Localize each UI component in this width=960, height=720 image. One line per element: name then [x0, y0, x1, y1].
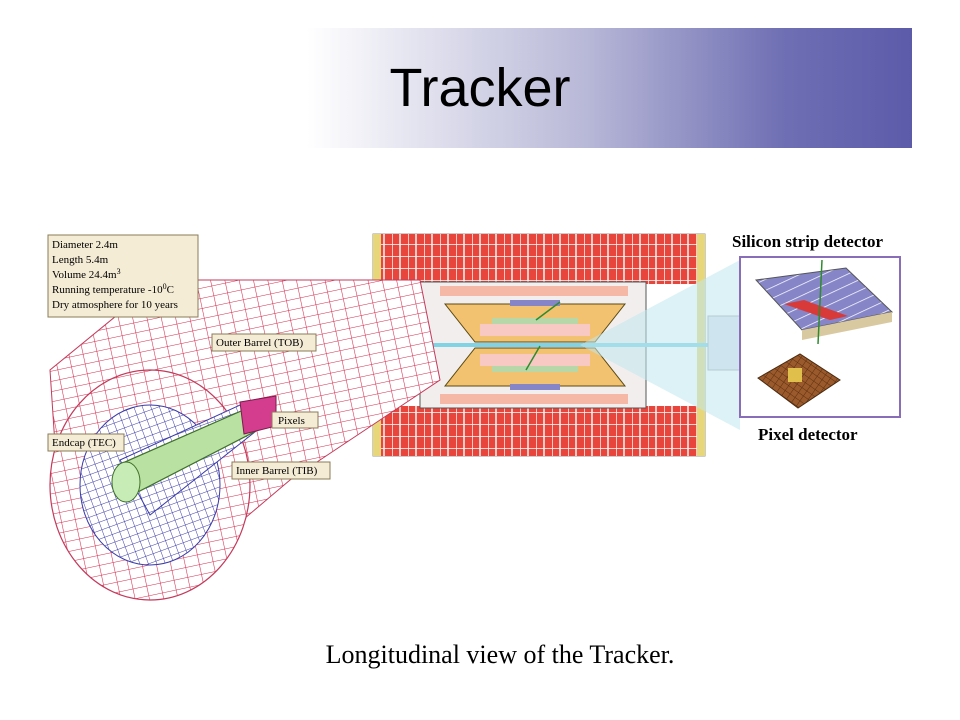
- svg-text:Pixels: Pixels: [278, 415, 305, 427]
- spec-diameter: Diameter 2.4m: [52, 239, 118, 251]
- svg-text:Inner Barrel (TIB): Inner Barrel (TIB): [236, 465, 318, 477]
- figure-caption: Longitudinal view of the Tracker.: [325, 640, 675, 669]
- label-inner-barrel: Inner Barrel (TIB): [231, 461, 331, 480]
- svg-text:Volume 24.4m3: Volume 24.4m3: [52, 267, 121, 281]
- spec-length: Length 5.4m: [52, 254, 109, 266]
- svg-text:Running temperature -100C: Running temperature -100C: [52, 282, 174, 296]
- slide-title: Tracker: [389, 58, 571, 118]
- tracker-illustration: Diameter 2.4m Length 5.4m Volume 24.4m3 …: [47, 232, 901, 601]
- label-pixel-detector: Pixel detector: [758, 425, 858, 444]
- spec-temperature-superscript: 0: [163, 282, 167, 291]
- tracker-cylinder: [49, 279, 441, 601]
- title-bar: [48, 28, 912, 148]
- spec-volume-superscript: 3: [117, 267, 121, 276]
- svg-text:Outer Barrel (TOB): Outer Barrel (TOB): [216, 337, 303, 349]
- label-silicon-strip: Silicon strip detector: [732, 232, 884, 251]
- zoom-wedge: [580, 260, 740, 430]
- tracker-figure: Diameter 2.4m Length 5.4m Volume 24.4m3 …: [40, 220, 920, 620]
- spec-volume: Volume 24.4m: [52, 269, 117, 281]
- spec-box: Diameter 2.4m Length 5.4m Volume 24.4m3 …: [47, 234, 199, 318]
- detector-inset: [739, 256, 901, 418]
- label-pixels: Pixels: [271, 411, 319, 429]
- label-endcap: Endcap (TEC): [47, 433, 125, 452]
- label-outer-barrel: Outer Barrel (TOB): [211, 333, 317, 352]
- spec-temperature-unit: C: [167, 284, 174, 296]
- svg-text:Endcap (TEC): Endcap (TEC): [52, 437, 116, 449]
- spec-atmosphere: Dry atmosphere for 10 years: [52, 299, 178, 311]
- spec-temperature: Running temperature -10: [52, 284, 163, 296]
